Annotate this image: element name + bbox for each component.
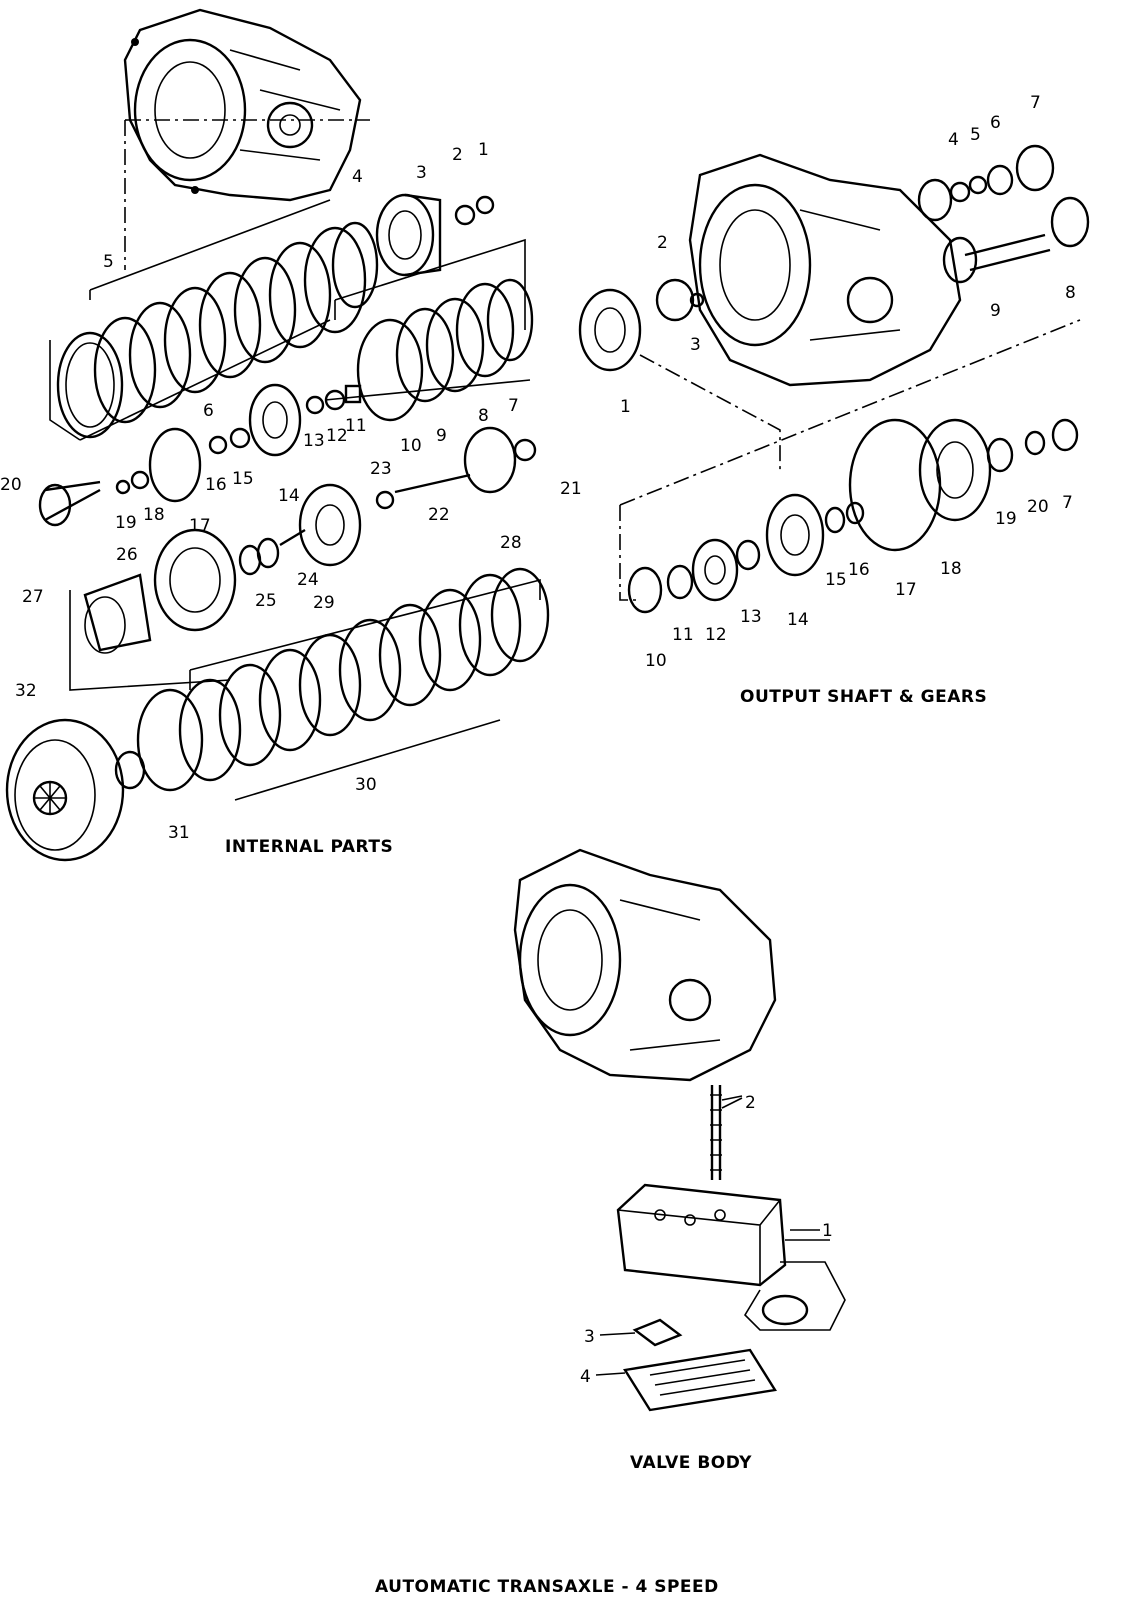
output-lower-parts [627, 418, 1079, 614]
valve-case-illustration [513, 848, 777, 1082]
callout-output-19: 19 [995, 509, 1017, 529]
callout-internal-23: 23 [370, 459, 392, 479]
callout-internal-31: 31 [168, 823, 190, 843]
callout-output-18: 18 [940, 559, 962, 579]
callout-internal-7: 7 [508, 396, 519, 416]
clutch-drum-4 [375, 193, 495, 277]
callout-internal-21: 21 [560, 479, 582, 499]
output-shaft-22 [375, 426, 537, 510]
callout-output-5: 5 [970, 125, 981, 145]
carrier-14 [208, 383, 362, 457]
callout-output-2: 2 [657, 233, 668, 253]
output-case-illustration [688, 153, 962, 387]
callout-output-10: 10 [645, 651, 667, 671]
callout-internal-10: 10 [400, 436, 422, 456]
clutch-stack-6 [324, 238, 534, 422]
callout-output-17: 17 [895, 580, 917, 600]
callout-valve-3: 3 [584, 1327, 595, 1347]
callout-valve-4: 4 [580, 1367, 591, 1387]
callout-internal-32: 32 [15, 681, 37, 701]
callout-internal-3: 3 [416, 163, 427, 183]
callout-internal-19: 19 [115, 513, 137, 533]
callout-internal-11: 11 [345, 416, 367, 436]
callout-internal-1: 1 [478, 140, 489, 160]
callout-internal-22: 22 [428, 505, 450, 525]
diagram-title: AUTOMATIC TRANSAXLE - 4 SPEED [375, 1577, 719, 1597]
callout-output-8: 8 [1065, 283, 1076, 303]
callout-internal-16: 16 [205, 475, 227, 495]
callout-internal-2: 2 [452, 145, 463, 165]
callout-output-4: 4 [948, 130, 959, 150]
callout-internal-17: 17 [189, 516, 211, 536]
callout-internal-4: 4 [352, 167, 363, 187]
callout-internal-5: 5 [103, 252, 114, 272]
output-shaft-group: 1 2 3 4 5 6 7 8 9 10 11 12 13 14 15 16 1… [578, 93, 1090, 707]
valve-callouts: 1 2 3 4 [580, 1093, 833, 1387]
callout-output-13: 13 [740, 607, 762, 627]
callout-internal-14: 14 [278, 486, 300, 506]
callout-internal-20: 20 [0, 475, 22, 495]
callout-valve-1: 1 [822, 1221, 833, 1241]
callout-internal-28: 28 [500, 533, 522, 553]
callout-valve-2: 2 [745, 1093, 756, 1113]
callout-internal-26: 26 [116, 545, 138, 565]
callout-output-3: 3 [690, 335, 701, 355]
callout-internal-18: 18 [143, 505, 165, 525]
callout-internal-9: 9 [436, 426, 447, 446]
internal-parts-group: 1 2 3 4 5 6 7 8 9 10 11 12 13 14 15 16 1… [0, 8, 582, 862]
output-shaft-caption: OUTPUT SHAFT & GEARS [740, 687, 987, 707]
callout-internal-27: 27 [22, 587, 44, 607]
clutch-stack-5 [49, 199, 379, 441]
callout-internal-8: 8 [478, 406, 489, 426]
callout-internal-6: 6 [203, 401, 214, 421]
callout-internal-25: 25 [255, 591, 277, 611]
callout-output-14: 14 [787, 610, 809, 630]
valve-bolts-2 [710, 1085, 743, 1180]
output-callouts: 1 2 3 4 5 6 7 8 9 10 11 12 13 14 15 16 1… [620, 93, 1076, 671]
planetary-assembly-24 [83, 483, 362, 654]
output-upper-parts [578, 144, 1090, 372]
valve-parts-3-4 [623, 1318, 777, 1412]
callout-internal-24: 24 [297, 570, 319, 590]
callout-output-11: 11 [672, 625, 694, 645]
internal-parts-caption: INTERNAL PARTS [225, 837, 393, 857]
internal-callouts: 1 2 3 4 5 6 7 8 9 10 11 12 13 14 15 16 1… [0, 140, 582, 843]
callout-internal-15: 15 [232, 469, 254, 489]
callout-output-7: 7 [1030, 93, 1041, 113]
sun-gear-shaft-20 [38, 427, 202, 527]
callout-output-7b: 7 [1062, 493, 1073, 513]
callout-internal-12: 12 [326, 426, 348, 446]
callout-internal-13: 13 [303, 431, 325, 451]
callout-internal-30: 30 [355, 775, 377, 795]
callout-output-16: 16 [848, 560, 870, 580]
valve-body-group: 1 2 3 4 VALVE BODY [513, 848, 846, 1473]
callout-output-12: 12 [705, 625, 727, 645]
valve-body-1 [616, 1183, 846, 1331]
callout-output-1: 1 [620, 397, 631, 417]
callout-output-15: 15 [825, 570, 847, 590]
torque-converter-32 [5, 718, 146, 862]
transaxle-case-illustration [123, 8, 362, 202]
callout-output-6: 6 [990, 113, 1001, 133]
callout-output-9: 9 [990, 301, 1001, 321]
callout-output-20: 20 [1027, 497, 1049, 517]
callout-internal-29: 29 [313, 593, 335, 613]
valve-body-caption: VALVE BODY [630, 1453, 752, 1473]
clutch-stack-29-30 [69, 567, 550, 801]
